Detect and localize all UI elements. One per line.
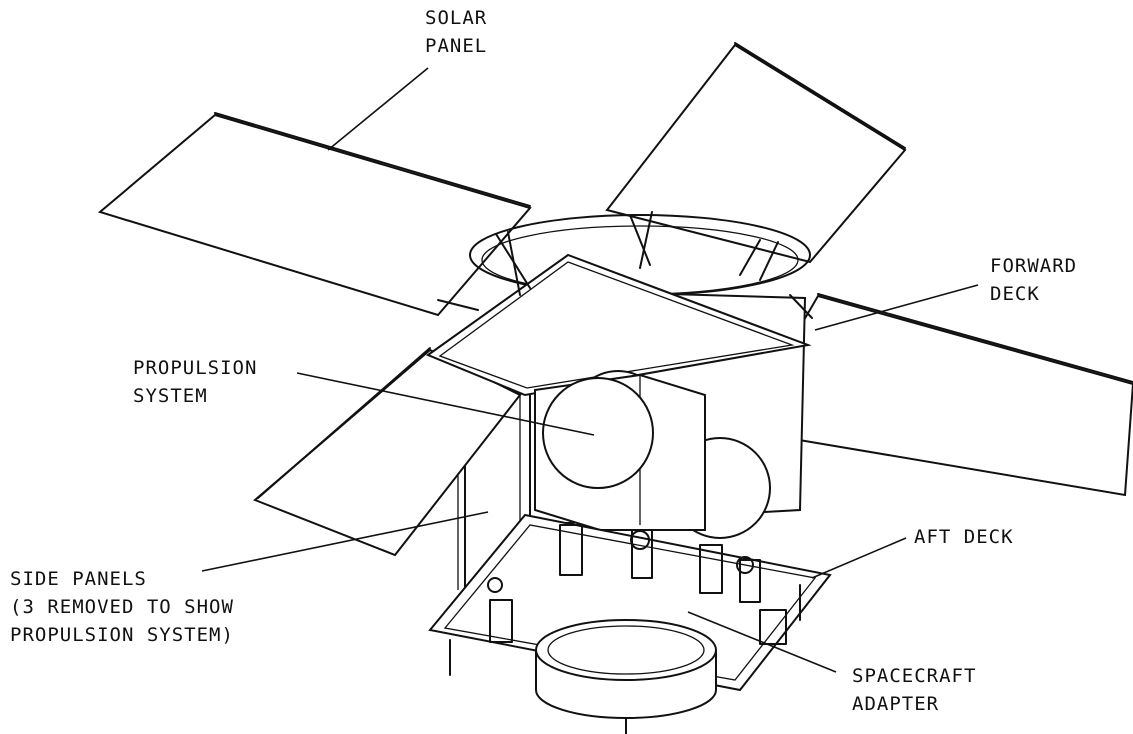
aft-equipment xyxy=(449,524,801,676)
forward-deck xyxy=(425,253,812,397)
leader-solar-panel xyxy=(327,67,429,151)
label-side-panels: SIDE PANELS (3 REMOVED TO SHOW PROPULSIO… xyxy=(10,568,246,646)
leader-side-panels xyxy=(201,511,489,572)
label-solar-panel: SOLAR PANEL xyxy=(425,7,500,57)
leader-aft-deck xyxy=(811,537,907,579)
solar-panel-upper-right xyxy=(605,42,907,264)
leader-propulsion-system xyxy=(296,372,595,436)
label-forward-deck: FORWARD DECK xyxy=(990,255,1090,305)
propulsion-system xyxy=(534,370,771,539)
spacecraft-adapter xyxy=(535,619,717,734)
label-spacecraft-adapter: SPACECRAFT ADAPTER xyxy=(852,665,989,715)
leader-forward-deck xyxy=(814,284,979,331)
leader-spacecraft-adapter xyxy=(687,611,837,673)
solar-panel-upper-left xyxy=(97,112,532,317)
label-propulsion-system: PROPULSION SYSTEM xyxy=(133,357,270,407)
label-aft-deck: AFT DECK xyxy=(914,526,1014,548)
panel-hinges xyxy=(437,211,813,319)
